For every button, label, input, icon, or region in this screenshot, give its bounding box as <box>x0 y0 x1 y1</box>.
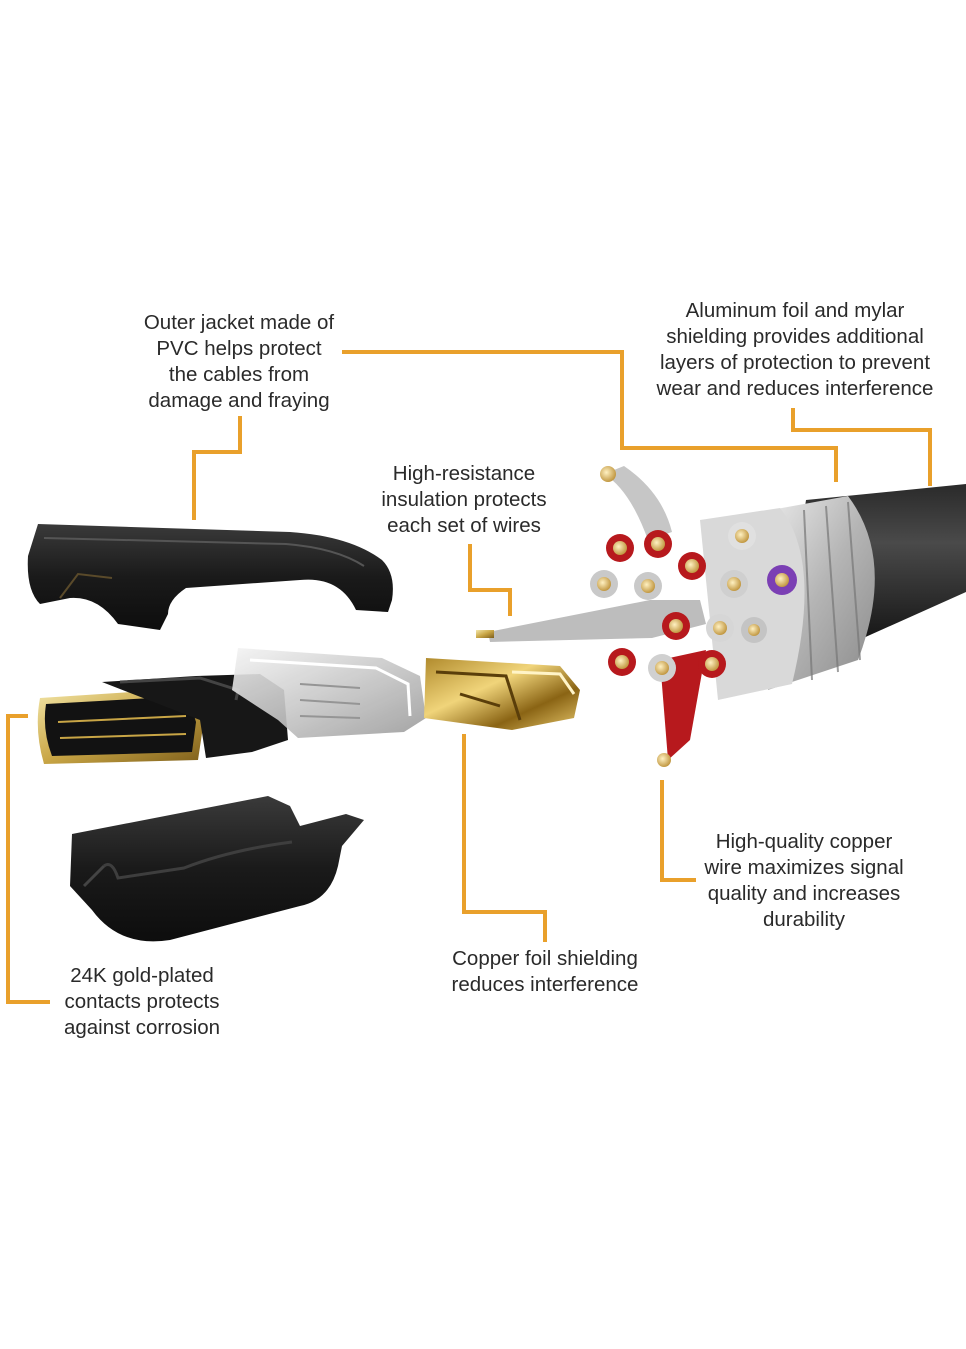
callout-line: High-quality copper <box>715 830 893 853</box>
callout-line: contacts protects <box>64 990 220 1013</box>
callout-insulation: High-resistance insulation protects each… <box>364 461 564 539</box>
callout-line: PVC helps protect <box>156 337 322 360</box>
callout-line: High-resistance <box>392 462 536 485</box>
leader-aluminum-foil-a <box>342 350 838 482</box>
leader-gold-contacts <box>6 714 50 1004</box>
callout-copper-wire: High-quality copper wire maximizes signa… <box>692 829 916 933</box>
leader-lines <box>6 350 932 1004</box>
leader-aluminum-foil-b <box>791 408 932 486</box>
top-shell <box>27 524 393 630</box>
callout-line: against corrosion <box>63 1016 221 1039</box>
callout-line: durability <box>762 908 846 931</box>
leader-insulation <box>468 544 512 616</box>
callout-gold-contacts: 24K gold-plated contacts protects agains… <box>46 963 238 1041</box>
callout-line: damage and fraying <box>148 389 330 412</box>
callout-line: wear and reduces interference <box>656 377 934 400</box>
callout-line: Aluminum foil and mylar <box>685 299 905 322</box>
wire-bundle <box>476 466 797 767</box>
callout-line: insulation protects <box>381 488 547 511</box>
callout-line: quality and increases <box>707 882 901 905</box>
clear-housing <box>232 648 426 738</box>
leader-copper-wire <box>660 780 696 882</box>
cable-body <box>700 484 966 700</box>
callout-line: shielding provides additional <box>666 325 924 348</box>
leader-outer-jacket <box>192 416 242 520</box>
callout-copper-foil: Copper foil shielding reduces interferen… <box>436 946 654 998</box>
callout-line: 24K gold-plated <box>70 964 214 987</box>
callout-line: Copper foil shielding <box>452 947 638 970</box>
callout-line: each set of wires <box>387 514 541 537</box>
bottom-shell <box>70 796 364 942</box>
callout-outer-jacket: Outer jacket made of PVC helps protect t… <box>128 310 350 414</box>
leader-copper-foil <box>462 734 547 942</box>
copper-foil-shield <box>424 658 580 730</box>
callout-line: layers of protection to prevent <box>659 351 931 374</box>
callout-aluminum-foil: Aluminum foil and mylar shielding provid… <box>640 298 950 402</box>
callout-line: Outer jacket made of <box>143 311 335 334</box>
callout-line: wire maximizes signal <box>704 856 904 879</box>
callout-line: reduces interference <box>451 973 639 996</box>
callout-line: the cables from <box>168 363 310 386</box>
